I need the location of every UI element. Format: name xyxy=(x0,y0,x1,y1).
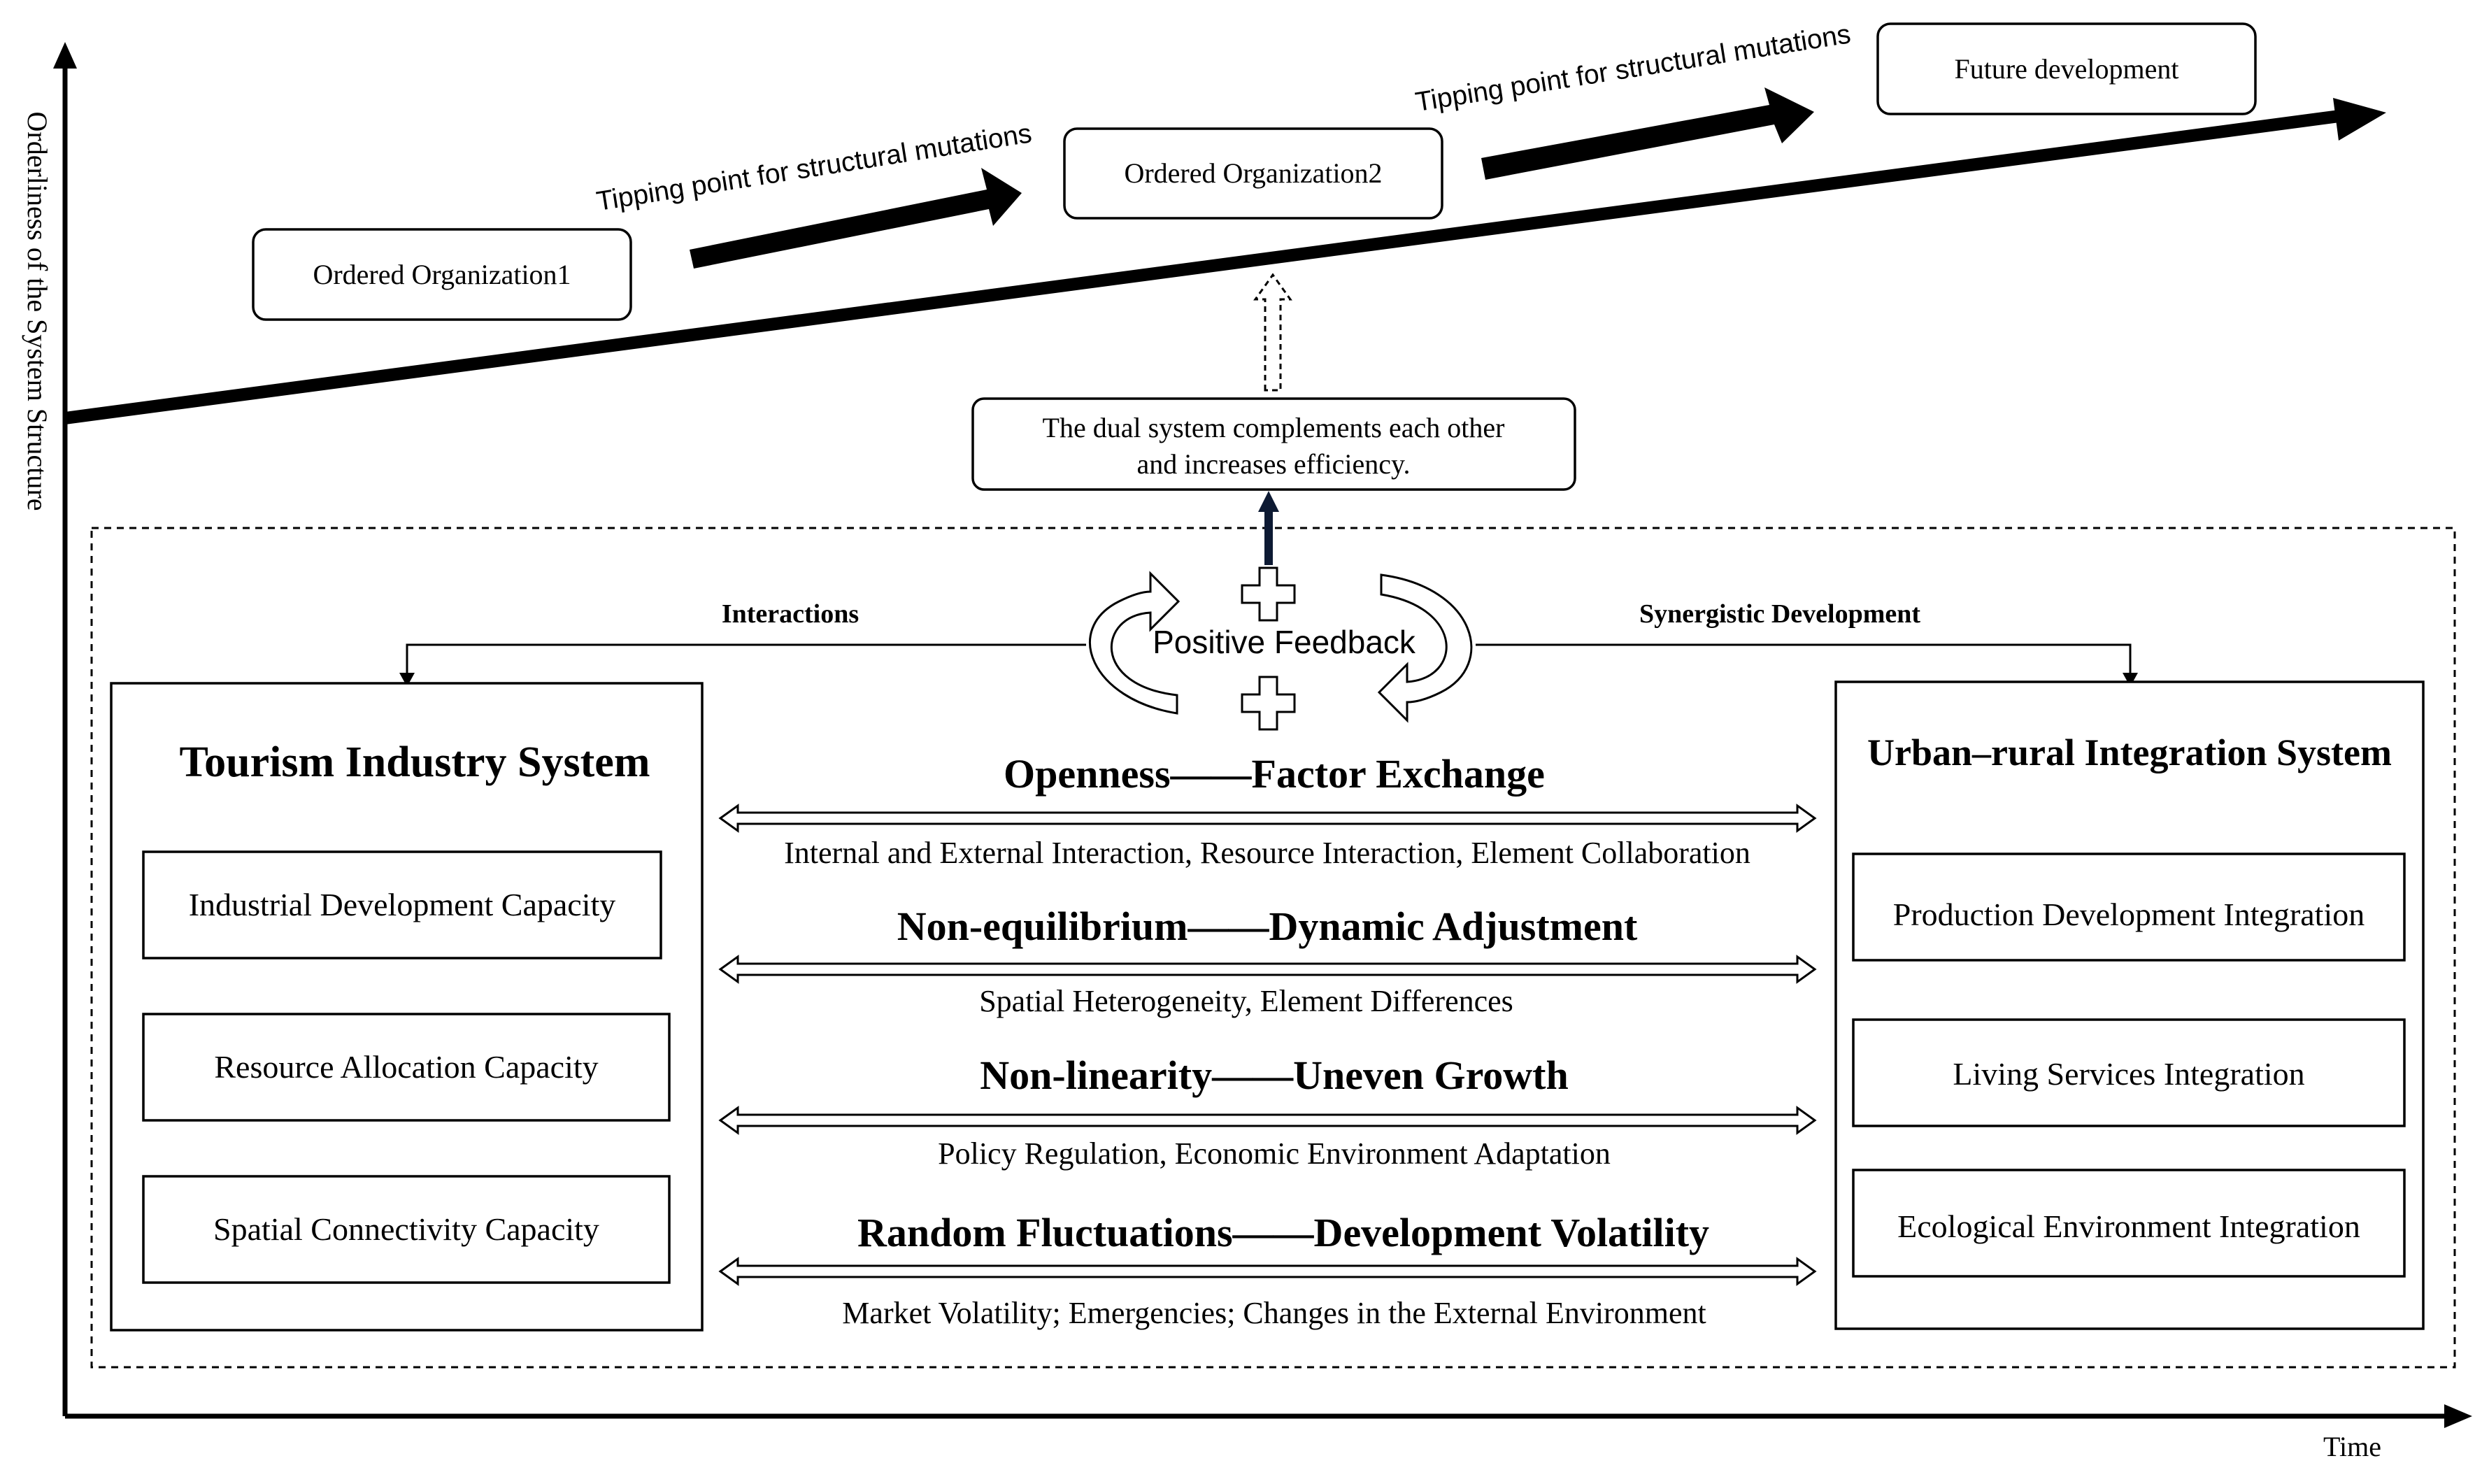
link-non-equilibrium: Non-equilibrium——Dynamic Adjustment Spat… xyxy=(718,904,1817,1018)
y-axis-label: Orderliness of the System Structure xyxy=(22,112,53,511)
org1-label: Ordered Organization1 xyxy=(313,259,571,290)
y-axis xyxy=(53,42,77,1416)
right-item-1: Production Development Integration xyxy=(1893,897,2365,932)
urban-rural-integration-system: Urban–rural Integration System Productio… xyxy=(1834,680,2425,1330)
tourism-industry-system: Tourism Industry System Industrial Devel… xyxy=(110,682,704,1332)
positive-feedback-cycle: Positive Feedback xyxy=(1089,566,1473,731)
tourism-system-title: Tourism Industry System xyxy=(180,739,650,786)
link-subtitle-1: Internal and External Interaction, Resou… xyxy=(784,836,1750,870)
left-item-3: Spatial Connectivity Capacity xyxy=(213,1211,599,1247)
double-arrow-2 xyxy=(718,955,1817,984)
system-container xyxy=(90,527,2456,1369)
future-label: Future development xyxy=(1954,53,2178,85)
dashed-up-arrow xyxy=(1253,273,1292,392)
link-title-1: Openness——Factor Exchange xyxy=(1004,751,1545,797)
urban-rural-system-title: Urban–rural Integration System xyxy=(1867,732,2392,773)
synergistic-connector: Synergistic Development xyxy=(1476,599,2138,687)
double-arrow-3 xyxy=(718,1106,1817,1135)
right-item-2: Living Services Integration xyxy=(1953,1056,2304,1092)
double-arrow-4 xyxy=(718,1257,1817,1286)
link-random-fluctuations: Random Fluctuations——Development Volatil… xyxy=(718,1210,1817,1330)
ordered-organization-1: Ordered Organization1 xyxy=(252,228,632,321)
x-axis-label: Time xyxy=(2323,1431,2381,1462)
link-title-2: Non-equilibrium——Dynamic Adjustment xyxy=(897,904,1638,949)
dual-line-2: and increases efficiency. xyxy=(1137,448,1411,480)
link-non-linearity: Non-linearity——Uneven Growth Policy Regu… xyxy=(718,1053,1817,1171)
plus-icon-bottom xyxy=(1241,676,1296,731)
dual-line-1: The dual system complements each other xyxy=(1043,412,1505,443)
interactions-label: Interactions xyxy=(722,599,859,629)
synergistic-label: Synergistic Development xyxy=(1639,599,1920,629)
link-title-3: Non-linearity——Uneven Growth xyxy=(980,1053,1569,1098)
positive-feedback-label: Positive Feedback xyxy=(1153,624,1416,660)
right-item-3: Ecological Environment Integration xyxy=(1897,1208,2360,1244)
link-subtitle-3: Policy Regulation, Economic Environment … xyxy=(938,1136,1611,1171)
future-development: Future development xyxy=(1876,22,2257,115)
interactions-connector: Interactions xyxy=(399,599,1086,687)
plus-icon-top xyxy=(1241,566,1296,622)
link-subtitle-4: Market Volatility; Emergencies; Changes … xyxy=(842,1296,1706,1330)
x-axis xyxy=(65,1404,2472,1428)
trend-arrow xyxy=(64,98,2386,424)
cycle-arrow-left xyxy=(1089,571,1181,715)
left-item-2: Resource Allocation Capacity xyxy=(214,1049,598,1085)
double-arrow-1 xyxy=(718,804,1817,833)
feedback-up-arrow xyxy=(1258,491,1279,565)
left-item-1: Industrial Development Capacity xyxy=(189,887,616,922)
ordered-organization-2: Ordered Organization2 xyxy=(1063,127,1443,220)
link-subtitle-2: Spatial Heterogeneity, Element Differenc… xyxy=(979,984,1513,1018)
cycle-arrow-right xyxy=(1377,573,1473,723)
tipping-arrow-1: Tipping point for structural mutations xyxy=(594,118,1034,269)
tipping-arrow-2: Tipping point for structural mutations xyxy=(1413,19,1853,180)
org2-label: Ordered Organization2 xyxy=(1124,157,1382,189)
dual-system-box: The dual system complements each other a… xyxy=(971,397,1576,491)
link-title-4: Random Fluctuations——Development Volatil… xyxy=(857,1210,1709,1255)
link-openness: Openness——Factor Exchange Internal and E… xyxy=(718,751,1817,870)
